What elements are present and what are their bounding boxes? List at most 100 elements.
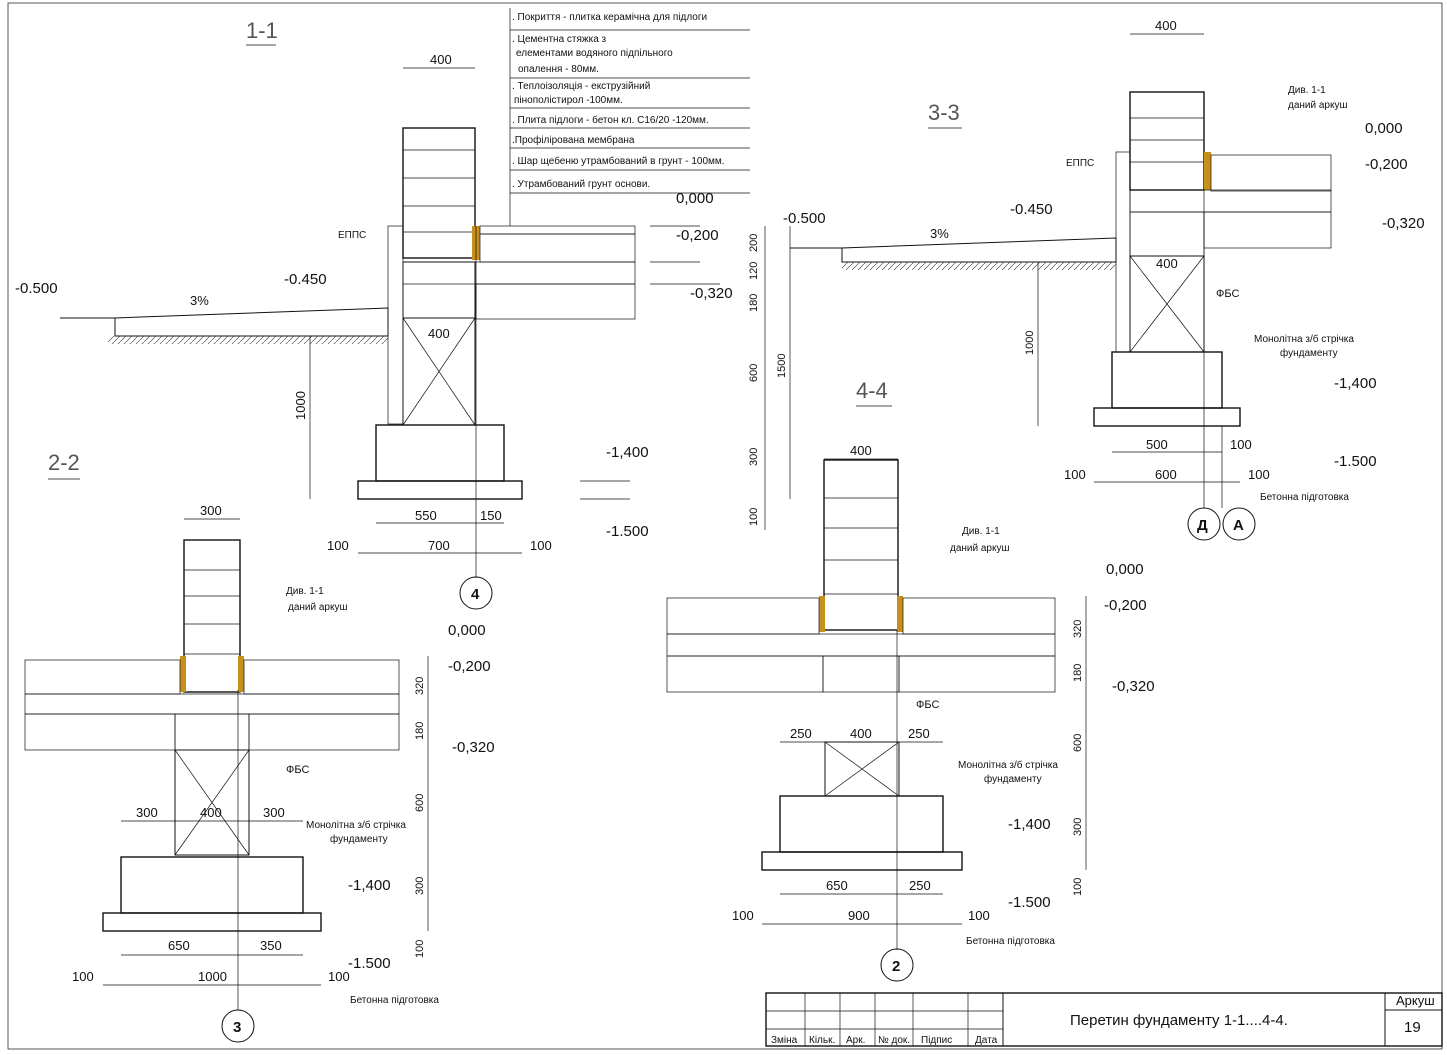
layer-2c: опалення - 80мм. xyxy=(518,64,599,75)
level-m320: -0,320 xyxy=(690,285,733,302)
note3-div2: даний аркуш xyxy=(1288,100,1348,111)
dim4-250b: 250 xyxy=(908,726,930,741)
section-2-2: 2-2 300 Див. 1-1 даний аркуш 0,000 -0,20… xyxy=(24,450,495,1043)
dim2-350: 350 xyxy=(260,938,282,953)
layer-2a: . Цементна стяжка з xyxy=(512,34,607,45)
dim-1000: 1000 xyxy=(293,391,308,420)
axis-marker-a xyxy=(1222,507,1256,541)
dim-wall-400: 400 xyxy=(430,52,452,67)
level4-zero: 0,000 xyxy=(1106,561,1144,578)
dim3-100: 100 xyxy=(1230,437,1252,452)
fbs-block xyxy=(402,261,476,426)
level-m200: -0,200 xyxy=(676,227,719,244)
level3-m1500: -1.500 xyxy=(1334,453,1377,470)
dim4-650: 650 xyxy=(826,878,848,893)
dim-100a: 100 xyxy=(327,538,349,553)
dim3-100a: 100 xyxy=(1064,467,1086,482)
note4-div1: Див. 1-1 xyxy=(962,526,1000,537)
dim3-500: 500 xyxy=(1146,437,1168,452)
axis-marker-d xyxy=(1187,507,1221,541)
level3-m500: -0.500 xyxy=(783,210,826,227)
level4-m320: -0,320 xyxy=(1112,678,1155,695)
dim2-650: 650 xyxy=(168,938,190,953)
concrete-prep xyxy=(357,480,523,500)
floor-slab xyxy=(402,261,636,285)
strip-note-2b: фундаменту xyxy=(330,833,388,845)
gravel-layer xyxy=(475,283,636,320)
tb-sheet-number: 19 xyxy=(1404,1019,1421,1036)
axis-label-a: А xyxy=(1233,517,1244,534)
strip-footing-4 xyxy=(779,795,944,853)
dim-700: 700 xyxy=(428,538,450,553)
epps-label-3: ЕППС xyxy=(1066,158,1094,169)
brick-wall-4 xyxy=(823,459,899,631)
tb-title: Перетин фундаменту 1-1....4-4. xyxy=(1070,1012,1288,1029)
fbs-label-3: ФБС xyxy=(1216,288,1239,300)
dim4-v180: 180 xyxy=(1072,664,1084,682)
dim3-600: 600 xyxy=(1155,467,1177,482)
layer-5: .Профілірована мембрана xyxy=(512,134,635,146)
level-m1500: -1.500 xyxy=(606,523,649,540)
section-title-3-3: 3-3 xyxy=(928,100,960,125)
tb-col-sheet: Арк. xyxy=(846,1035,865,1046)
dim-v1500: 1500 xyxy=(776,354,788,378)
level2-m320: -0,320 xyxy=(452,739,495,756)
tb-col-qty: Кільк. xyxy=(809,1035,835,1046)
strip-footing xyxy=(375,424,505,482)
dim4-fbs-400: 400 xyxy=(850,726,872,741)
note2-div1: Див. 1-1 xyxy=(286,586,324,597)
axis-label-4: 4 xyxy=(471,586,480,603)
level3-m200: -0,200 xyxy=(1365,156,1408,173)
brick-wall-3 xyxy=(1129,91,1205,191)
dim4-400: 400 xyxy=(850,443,872,458)
level3-m320: -0,320 xyxy=(1382,215,1425,232)
note4-div2: даний аркуш xyxy=(950,543,1010,554)
dim2-v100: 100 xyxy=(414,940,426,958)
dim3-400: 400 xyxy=(1155,18,1177,33)
concrete-prep-2 xyxy=(102,912,322,932)
dim-v100: 100 xyxy=(748,508,760,526)
section-title-1-1: 1-1 xyxy=(246,18,278,43)
dim2-v600: 600 xyxy=(414,794,426,812)
dim2-300: 300 xyxy=(200,503,222,518)
layer-3b: пінополістирол -100мм. xyxy=(514,95,623,106)
brick-wall-2 xyxy=(183,539,241,693)
dim-v180: 180 xyxy=(748,294,760,312)
dim4-v320: 320 xyxy=(1072,620,1084,638)
layer-3a: . Теплоізоляція - екструзійний xyxy=(512,81,650,92)
sheet-frame xyxy=(7,2,1443,1050)
level2-m1500: -1.500 xyxy=(348,955,391,972)
note2-div2: даний аркуш xyxy=(288,602,348,613)
slope-label: 3% xyxy=(190,293,209,308)
strip-note-3a: Монолітна з/б стрічка xyxy=(1254,333,1354,345)
dim-v600: 600 xyxy=(748,364,760,382)
epps-insulation xyxy=(387,225,404,425)
dim2-v180: 180 xyxy=(414,722,426,740)
prep-note-4: Бетонна підготовка xyxy=(966,936,1055,947)
level3-m1400: -1,400 xyxy=(1334,375,1377,392)
section-1-1: 1-1 3% ЕППС -0.500 -0.450 0,000 -0,200 -… xyxy=(15,18,791,610)
strip-note-3b: фундаменту xyxy=(1280,347,1338,359)
epps-label: ЕППС xyxy=(338,230,366,241)
brick-wall xyxy=(402,127,476,259)
tb-col-doc: № док. xyxy=(878,1035,910,1046)
strip-note-4a: Монолітна з/б стрічка xyxy=(958,759,1058,771)
slope-label-3: 3% xyxy=(930,226,949,241)
dim-550: 550 xyxy=(415,508,437,523)
level-m1400: -1,400 xyxy=(606,444,649,461)
dim2-300a: 300 xyxy=(136,805,158,820)
floor-insulation xyxy=(479,233,636,263)
dim4-v600: 600 xyxy=(1072,734,1084,752)
note3-div1: Див. 1-1 xyxy=(1288,85,1326,96)
section-4-4: 4-4 400 Див. 1-1 даний аркуш 0,000 -0,20… xyxy=(666,378,1155,982)
prep-note-3: Бетонна підготовка xyxy=(1260,492,1349,503)
level4-m1500: -1.500 xyxy=(1008,894,1051,911)
dim2-100b: 100 xyxy=(328,969,350,984)
blind-area xyxy=(114,307,389,337)
axis-marker-3 xyxy=(221,1009,255,1043)
level2-m200: -0,200 xyxy=(448,658,491,675)
dim2-100a: 100 xyxy=(72,969,94,984)
dim2-300b: 300 xyxy=(263,805,285,820)
dim3-100b: 100 xyxy=(1248,467,1270,482)
